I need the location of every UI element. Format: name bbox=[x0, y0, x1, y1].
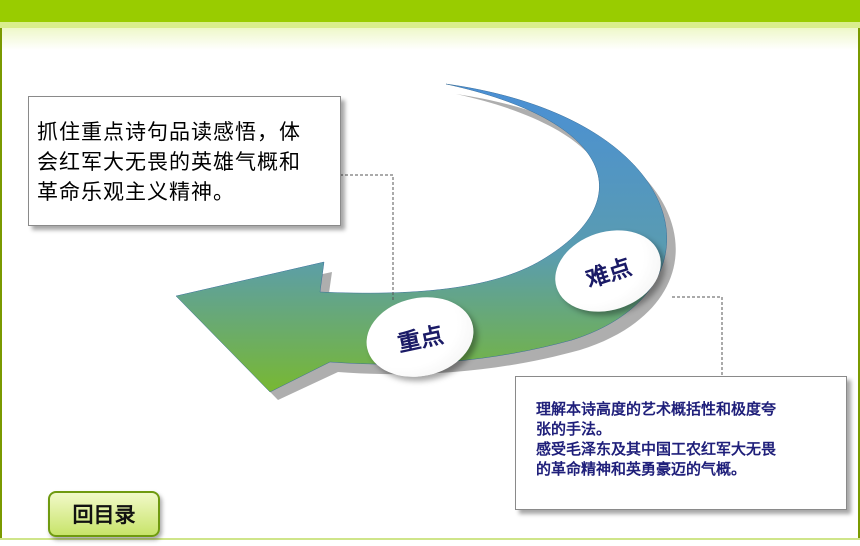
bottom-divider bbox=[0, 538, 860, 540]
focus-description: 抓住重点诗句品读感悟，体 会红军大无畏的英雄气概和 革命乐观主义精神。 bbox=[37, 117, 337, 207]
difficulty-description: 理解本诗高度的艺术概括性和极度夸 张的手法。 感受毛泽东及其中国工农红军大无畏 … bbox=[536, 399, 836, 479]
difficulty-line: 理解本诗高度的艺术概括性和极度夸 bbox=[536, 400, 777, 418]
connector-focus bbox=[340, 174, 394, 302]
difficulty-line: 张的手法。 bbox=[536, 420, 612, 438]
difficulty-description-box: 理解本诗高度的艺术概括性和极度夸 张的手法。 感受毛泽东及其中国工农红军大无畏 … bbox=[515, 376, 847, 510]
focus-line: 抓住重点诗句品读感悟，体 bbox=[37, 120, 301, 144]
frame-left-border bbox=[0, 28, 2, 540]
back-to-contents-button[interactable]: 回目录 bbox=[48, 491, 160, 537]
difficulty-line: 感受毛泽东及其中国工农红军大无畏 bbox=[536, 440, 777, 458]
focus-description-box: 抓住重点诗句品读感悟，体 会红军大无畏的英雄气概和 革命乐观主义精神。 bbox=[28, 96, 341, 226]
difficulty-line: 的革命精神和英勇豪迈的气概。 bbox=[536, 460, 747, 478]
top-accent-stripe bbox=[0, 22, 860, 28]
difficulty-label: 难点 bbox=[583, 254, 635, 294]
curved-arrow bbox=[175, 83, 668, 393]
frame-right-border bbox=[858, 28, 860, 540]
connector-difficulty bbox=[672, 296, 723, 376]
top-accent-bar bbox=[0, 0, 860, 22]
focus-label: 重点 bbox=[395, 322, 446, 358]
focus-line: 革命乐观主义精神。 bbox=[37, 180, 235, 204]
title-band bbox=[0, 28, 860, 50]
back-to-contents-label: 回目录 bbox=[72, 503, 136, 527]
focus-line: 会红军大无畏的英雄气概和 bbox=[37, 150, 301, 174]
